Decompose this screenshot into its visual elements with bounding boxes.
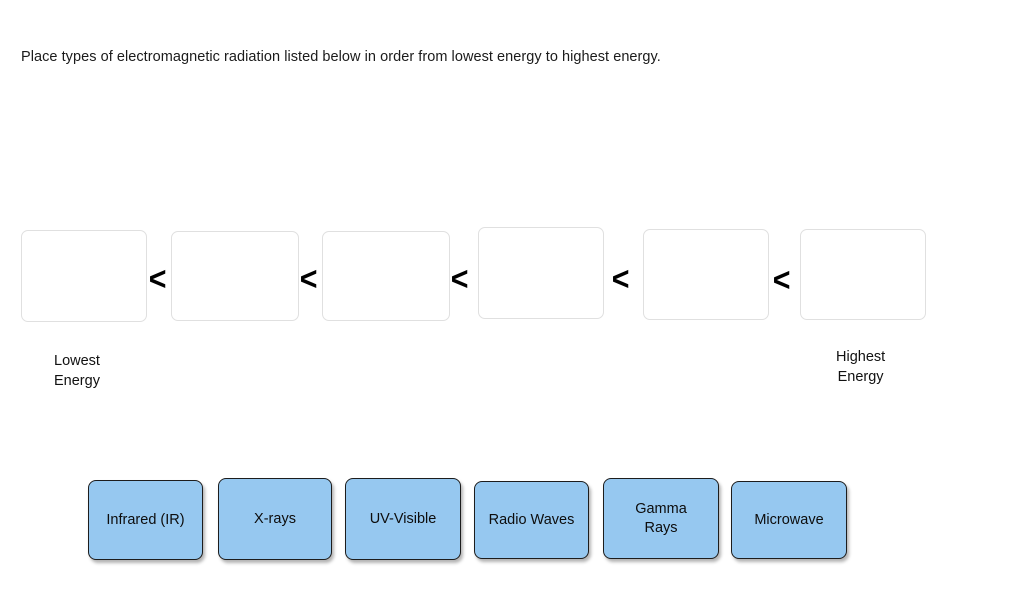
draggable-tile-microwave[interactable]: Microwave: [731, 481, 847, 559]
separator-less-than-icon-1: <: [148, 260, 167, 297]
highest-energy-label: Highest Energy: [836, 349, 886, 385]
separator-less-than-icon-2: <: [299, 260, 318, 297]
drop-slot-2[interactable]: [171, 231, 299, 321]
drop-slot-6[interactable]: [800, 229, 926, 320]
drop-slot-3[interactable]: [322, 231, 450, 321]
draggable-tile-gamma-rays[interactable]: Gamma Rays: [603, 478, 719, 559]
ordering-row: < < < < < Lowest Energy Highest Energy: [21, 227, 926, 389]
draggable-tile-radio-waves[interactable]: Radio Waves: [474, 481, 589, 559]
page-title: Place types of electromagnetic radiation…: [21, 49, 661, 65]
lowest-energy-label: Lowest Energy: [54, 353, 100, 389]
drop-slot-1[interactable]: [21, 230, 147, 322]
drop-slot-4[interactable]: [478, 227, 604, 319]
separator-less-than-icon-3: <: [450, 260, 469, 297]
separator-less-than-icon-4: <: [611, 260, 630, 297]
draggable-tile-uv-visible[interactable]: UV-Visible: [345, 478, 461, 560]
draggable-tile-xrays[interactable]: X-rays: [218, 478, 332, 560]
draggable-tile-infrared[interactable]: Infrared (IR): [88, 480, 203, 560]
drop-slot-5[interactable]: [643, 229, 769, 320]
separator-less-than-icon-5: <: [772, 261, 791, 298]
